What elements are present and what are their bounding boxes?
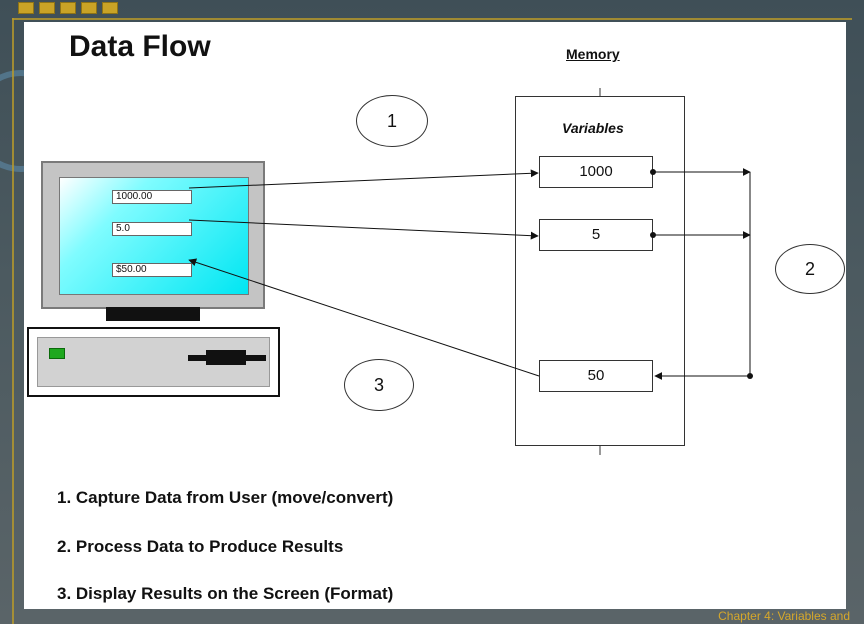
data-flow-connectors bbox=[188, 88, 753, 455]
square-icon bbox=[81, 2, 97, 14]
step-ellipse-2: 2 bbox=[775, 244, 845, 294]
square-icon bbox=[102, 2, 118, 14]
square-icon bbox=[18, 2, 34, 14]
monitor-stand bbox=[106, 307, 200, 321]
variable-box-3: 50 bbox=[539, 360, 653, 392]
screen-field-amount: 1000.00 bbox=[112, 190, 192, 204]
screen-field-result: $50.00 bbox=[112, 263, 192, 277]
frame-line-top bbox=[12, 18, 852, 20]
screen-field-rate: 5.0 bbox=[112, 222, 192, 236]
memory-label: Memory bbox=[566, 46, 620, 62]
step-ellipse-3: 3 bbox=[344, 359, 414, 411]
arrow-output-result bbox=[188, 258, 540, 377]
computer-case bbox=[27, 327, 280, 397]
step-item-2: 2. Process Data to Produce Results bbox=[57, 537, 344, 556]
monitor-screen: 1000.00 5.0 $50.00 bbox=[59, 177, 249, 295]
decorative-squares bbox=[18, 2, 118, 14]
variable-box-1: 1000 bbox=[539, 156, 653, 188]
step-item-1: 1. Capture Data from User (move/convert) bbox=[57, 488, 394, 507]
step-ellipse-1: 1 bbox=[356, 95, 428, 147]
memory-box bbox=[515, 96, 685, 446]
drive-button-icon bbox=[206, 350, 246, 365]
computer-case-front bbox=[37, 337, 270, 387]
step-item-3: 3. Display Results on the Screen (Format… bbox=[57, 584, 394, 603]
computer-monitor: 1000.00 5.0 $50.00 bbox=[41, 161, 265, 309]
variables-label: Variables bbox=[562, 120, 624, 136]
arrow-input-rate bbox=[188, 219, 539, 240]
slide-title: Data Flow bbox=[69, 30, 211, 63]
power-led-icon bbox=[49, 348, 65, 359]
arrow-input-amount bbox=[188, 169, 539, 189]
square-icon bbox=[39, 2, 55, 14]
slide-canvas: Data Flow Memory Variables 1000 5 50 1 2… bbox=[24, 22, 846, 609]
square-icon bbox=[60, 2, 76, 14]
frame-line-left bbox=[12, 18, 14, 624]
footer-chapter-label: Chapter 4: Variables and bbox=[718, 609, 850, 623]
